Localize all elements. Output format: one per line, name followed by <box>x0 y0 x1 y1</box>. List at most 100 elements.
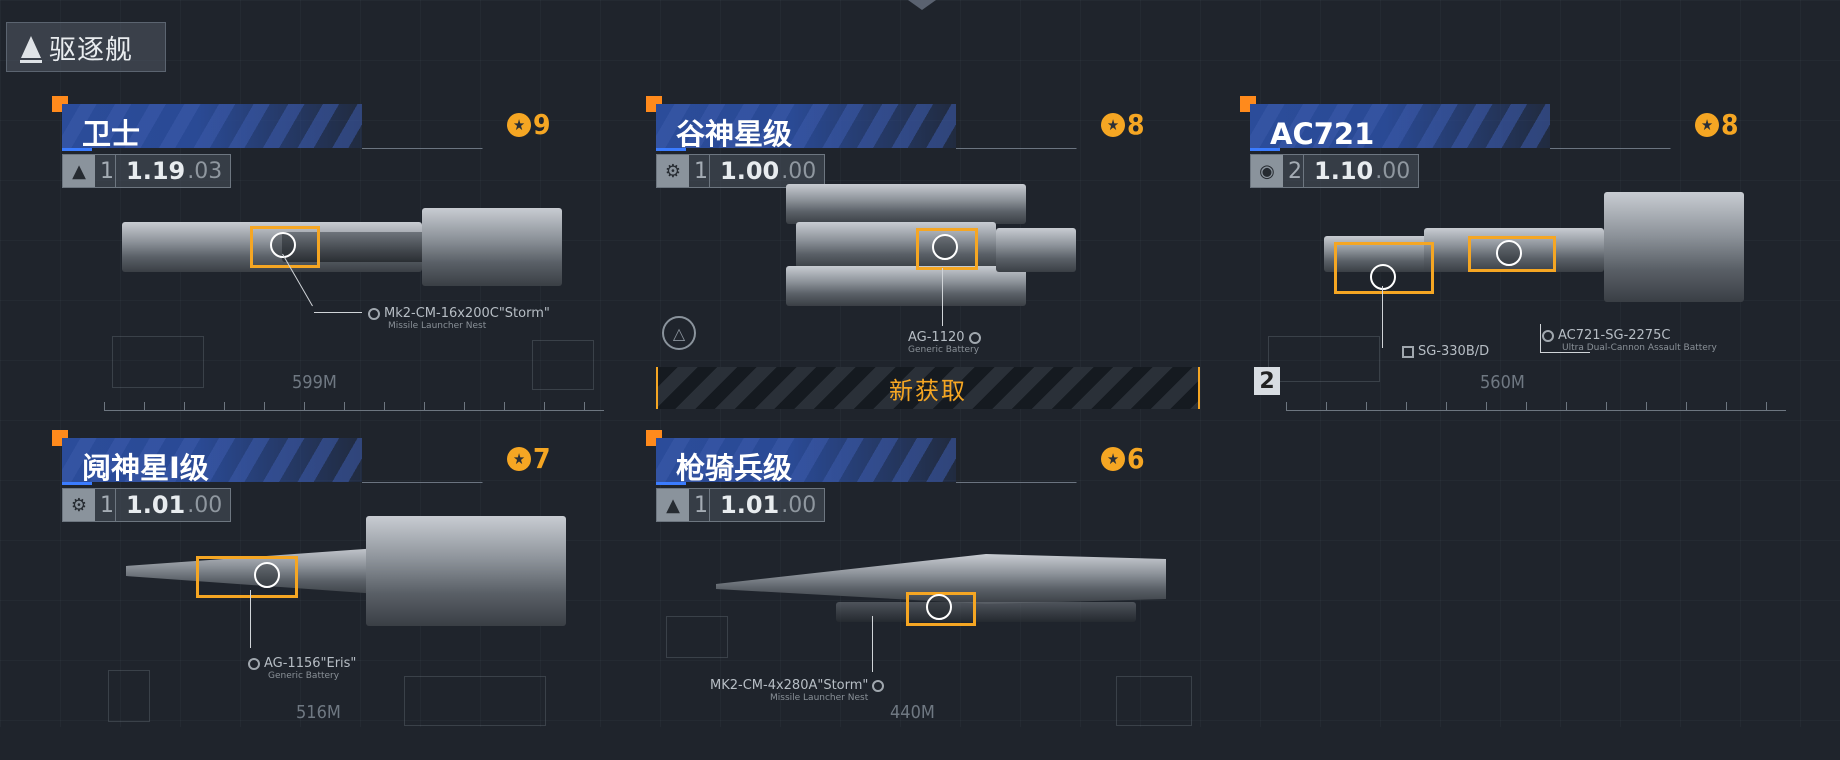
weapon-type: Missile Launcher Nest <box>770 693 869 703</box>
target-reticle[interactable] <box>1370 264 1396 290</box>
stat-value: 1.01 <box>126 491 186 519</box>
stats-box: ⚙ 1 1.01 .00 <box>62 488 232 522</box>
new-acquired-banner[interactable]: 新获取 <box>656 367 1200 409</box>
stats-box: ◉ 2 1.10 .00 <box>1250 154 1420 188</box>
name-bar: 谷神星级 <box>656 104 956 151</box>
fighter-icon: ▲ <box>657 489 689 521</box>
destroyer-class-icon <box>20 36 42 63</box>
weapon-name: AG-1156"Eris" <box>264 656 357 671</box>
tier-indicator: ★ 6 <box>1101 442 1145 475</box>
category-label: 驱逐舰 <box>49 34 133 66</box>
weapon-callout: Mk2-CM-16x200C"Storm" Missile Launcher N… <box>368 306 550 331</box>
blueprint-sketch <box>404 676 546 726</box>
weapon-callout: MK2-CM-4x280A"Storm" Missile Launcher Ne… <box>710 678 885 703</box>
stat-sub: .00 <box>1375 159 1411 184</box>
ship-image <box>122 208 562 286</box>
stat-value: 1.00 <box>720 157 780 185</box>
target-reticle[interactable] <box>926 594 952 620</box>
ship-card-1[interactable]: 卫士 ★ 9 ▲ 1 1.19 .03 Mk2-CM-16x200C"Storm… <box>52 96 612 426</box>
weapon-type: Generic Battery <box>908 345 980 355</box>
fighter-icon: ▲ <box>63 155 95 187</box>
category-tab-destroyer[interactable]: 驱逐舰 <box>6 22 166 72</box>
ship-name: 枪骑兵级 <box>676 451 793 485</box>
length-ruler <box>1286 396 1786 411</box>
stat-count: 1 <box>99 155 116 187</box>
weapon-name: Mk2-CM-16x200C"Storm" <box>384 306 550 321</box>
target-reticle[interactable] <box>932 234 958 260</box>
weapon-name: MK2-CM-4x280A"Storm" <box>710 678 869 693</box>
target-reticle[interactable] <box>1496 240 1522 266</box>
name-bar: 卫士 <box>62 104 362 151</box>
stats-box: ⚙ 1 1.00 .00 <box>656 154 826 188</box>
tier-badge-icon: ★ <box>507 112 531 137</box>
ship-length: 440M <box>890 702 935 723</box>
new-acquired-label: 新获取 <box>889 376 967 405</box>
tier-badge-icon: ★ <box>507 446 531 471</box>
leader-line <box>362 148 483 209</box>
hexagon-icon[interactable]: △ <box>662 316 696 350</box>
count-badge: 2 <box>1254 367 1280 395</box>
ship-card-2[interactable]: 谷神星级 ★ 8 ⚙ 1 1.00 .00 AG-1120 Generic Ba… <box>646 96 1206 426</box>
tier-number: 8 <box>1721 108 1739 141</box>
leader-line <box>1550 148 1671 209</box>
tier-badge-icon: ★ <box>1101 112 1125 137</box>
tier-number: 8 <box>1127 108 1145 141</box>
gear-icon: ⚙ <box>657 155 689 187</box>
blueprint-sketch <box>112 336 204 388</box>
blueprint-sketch <box>666 616 728 658</box>
ship-length: 560M <box>1480 372 1525 393</box>
weapon-name: AC721-SG-2275C <box>1558 328 1671 343</box>
tier-indicator: ★ 7 <box>507 442 551 475</box>
ship-image <box>746 184 1086 314</box>
ship-image <box>1324 192 1744 312</box>
weapon-name: SG-330B/D <box>1418 344 1490 359</box>
weapon-type: Missile Launcher Nest <box>388 321 487 331</box>
gear-icon: ⚙ <box>63 489 95 521</box>
target-reticle[interactable] <box>254 562 280 588</box>
leader-line <box>362 482 483 543</box>
name-bar: 枪骑兵级 <box>656 438 956 485</box>
blueprint-sketch <box>1268 336 1380 382</box>
stat-sub: .00 <box>781 493 817 518</box>
top-star-icon <box>908 0 936 10</box>
weapon-callout: AC721-SG-2275C Ultra Dual-Cannon Assault… <box>1542 328 1717 353</box>
leader-line <box>956 148 1077 209</box>
weapon-callout: SG-330B/D <box>1402 344 1489 359</box>
tier-badge-icon: ★ <box>1695 112 1719 137</box>
ship-length: 599M <box>292 372 337 393</box>
ship-length: 516M <box>296 702 341 723</box>
tier-number: 9 <box>533 108 551 141</box>
ship-name: 谷神星级 <box>676 117 793 151</box>
stat-value: 1.10 <box>1314 157 1374 185</box>
tier-number: 6 <box>1127 442 1145 475</box>
blueprint-sketch <box>1116 676 1192 726</box>
stat-count: 1 <box>693 155 710 187</box>
ship-name: 阋神星I级 <box>82 451 209 485</box>
stat-value: 1.01 <box>720 491 780 519</box>
tier-indicator: ★ 8 <box>1695 108 1739 141</box>
stat-count: 2 <box>1287 155 1304 187</box>
name-bar: AC721 <box>1250 104 1550 151</box>
weapon-callout: AG-1120 Generic Battery <box>908 330 981 355</box>
stats-box: ▲ 1 1.19 .03 <box>62 154 232 188</box>
weapon-callout: AG-1156"Eris" Generic Battery <box>248 656 356 681</box>
stat-sub: .03 <box>187 159 223 184</box>
leader-line <box>956 482 1077 543</box>
stat-sub: .00 <box>781 159 817 184</box>
ship-card-5[interactable]: 枪骑兵级 ★ 6 ▲ 1 1.01 .00 MK2-CM-4x280A"Stor… <box>646 430 1206 760</box>
ship-card-4[interactable]: 阋神星I级 ★ 7 ⚙ 1 1.01 .00 AG-1156"Eris" Gen… <box>52 430 612 760</box>
globe-icon: ◉ <box>1251 155 1283 187</box>
ship-image <box>716 544 1166 626</box>
ship-card-3[interactable]: AC721 ★ 8 ◉ 2 1.10 .00 SG-330B/D AC721-S… <box>1240 96 1800 426</box>
name-bar: 阋神星I级 <box>62 438 362 485</box>
stat-count: 1 <box>99 489 116 521</box>
ship-name: AC721 <box>1270 117 1375 151</box>
stat-sub: .00 <box>187 493 223 518</box>
weapon-type: Generic Battery <box>268 671 340 681</box>
stats-box: ▲ 1 1.01 .00 <box>656 488 826 522</box>
tier-number: 7 <box>533 442 551 475</box>
tier-indicator: ★ 8 <box>1101 108 1145 141</box>
weapon-name: AG-1120 <box>908 330 965 345</box>
blueprint-sketch <box>108 670 150 722</box>
weapon-type: Ultra Dual-Cannon Assault Battery <box>1562 343 1717 353</box>
